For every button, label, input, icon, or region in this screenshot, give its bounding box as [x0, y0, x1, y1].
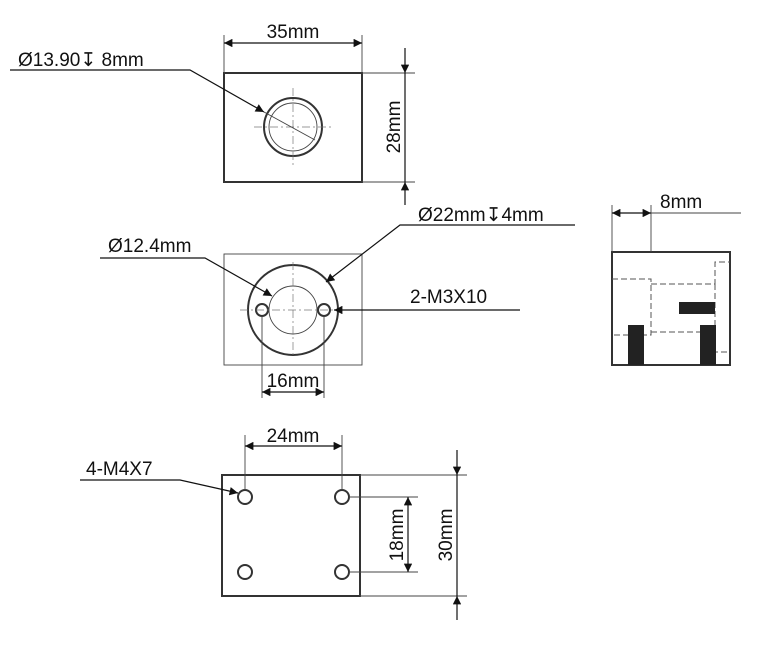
- mount-hole: [334, 564, 350, 580]
- holes-leader-line: [80, 479, 239, 496]
- bottom-thread-left: [628, 325, 644, 365]
- bore-inner-circle: [268, 102, 318, 152]
- depth-dimension-text: 8mm: [660, 192, 702, 213]
- bottom-view: 24mm 18mm 30mm 4-M4X7: [80, 426, 467, 620]
- height-dimension-text: 28mm: [384, 101, 405, 154]
- top-view: 35mm 28mm Ø13.90↧ 8mm: [10, 22, 415, 205]
- side-thread: [679, 302, 715, 314]
- bottom-view-outline: [221, 474, 361, 597]
- bore-leader-extension: [263, 111, 316, 141]
- hidden-lines: [612, 261, 730, 353]
- width-dimension-text: 35mm: [267, 22, 320, 43]
- mount-hole: [237, 564, 253, 580]
- bore-leader-line: [10, 69, 265, 113]
- bore-leader-line: [100, 257, 273, 297]
- center-lines: [254, 88, 332, 166]
- counterbore-leader-line: [325, 224, 575, 283]
- center-lines: [240, 262, 346, 358]
- extension-lines: [349, 474, 467, 597]
- top-view-outline: [223, 72, 363, 183]
- holes-label: 4-M4X7: [86, 459, 153, 480]
- extension-lines: [261, 316, 325, 398]
- side-view: 8mm: [611, 192, 741, 366]
- spacing-dimension-text: 16mm: [267, 371, 320, 392]
- height-dimension-text: 30mm: [436, 509, 457, 562]
- side-view-outline: [611, 251, 731, 366]
- inner-height-dimension-text: 18mm: [387, 509, 408, 562]
- counterbore-label: Ø22mm↧4mm: [418, 205, 544, 226]
- bore-label: Ø13.90↧ 8mm: [18, 50, 144, 71]
- screw-label: 2-M3X10: [410, 287, 487, 308]
- bore-label: Ø12.4mm: [108, 236, 191, 257]
- mount-hole: [334, 489, 350, 505]
- mount-hole: [237, 489, 253, 505]
- middle-view: Ø22mm↧4mm Ø12.4mm 2-M3X10 16mm: [100, 205, 575, 398]
- width-dimension-text: 24mm: [267, 426, 320, 447]
- bottom-thread-right: [700, 325, 716, 365]
- extension-lines: [611, 205, 652, 252]
